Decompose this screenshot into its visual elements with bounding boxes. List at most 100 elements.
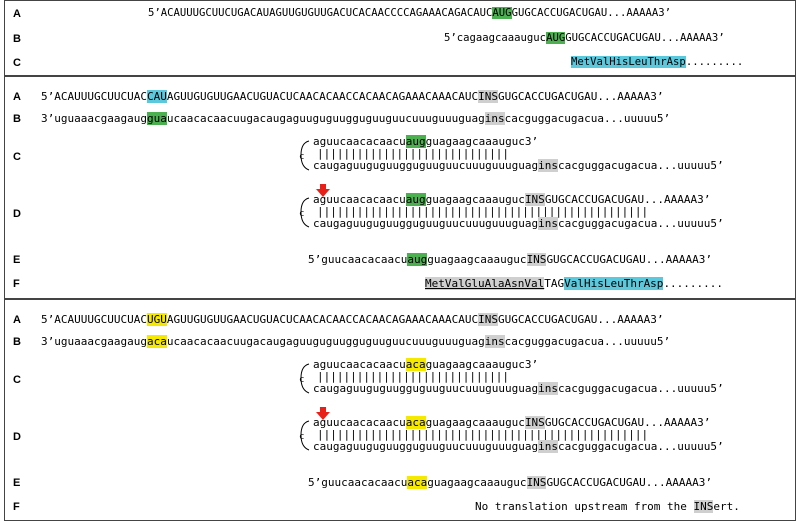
p2-a-cau: CAU — [146, 90, 167, 103]
p2-e-aug: aug — [407, 253, 428, 266]
cleavage-arrow-icon — [316, 184, 330, 197]
p3-a-ins: INS — [478, 313, 498, 326]
p2-c-bars: ||||||||||||||||||||||||||||| — [317, 147, 510, 160]
p3-b-aca: aca — [146, 335, 167, 348]
p3-a-post: GUGCACCUGACUGAU...AAAAA3’ — [497, 313, 664, 326]
row-label-f: F — [13, 501, 20, 513]
p3-seq-f: No translation upstream from the INSert. — [475, 500, 740, 513]
p3-f-ins: INS — [693, 500, 714, 513]
p3-d-top-mid: guagaagcaaauguc — [425, 416, 525, 429]
panel-3: A 5’ACAUUUGCUUCUACUGUAGUUGUGUUGAACUGUACU… — [4, 299, 796, 521]
p3-seq-a: 5’ACAUUUGCUUCUACUGUAGUUGUGUUGAACUGUACUCA… — [41, 313, 664, 326]
p3-e-post: GUGCACCUGACUGAU...AAAAA3’ — [546, 476, 713, 489]
p2-b-pre: 3’uguaaacgaagaug — [41, 112, 147, 125]
row-label-d: D — [13, 208, 21, 220]
hairpin-loop-icon: c — [299, 140, 310, 171]
p2-d-bot-post: cacguggacugacua...uuuuu5’ — [558, 217, 724, 230]
p2-a-post: GUGCACCUGACUGAU...AAAAA3’ — [497, 90, 664, 103]
p3-c-bars: ||||||||||||||||||||||||||||| — [317, 370, 510, 383]
p3-d-top-post: GUGCACCUGACUGAU...AAAAA3’ — [544, 416, 711, 429]
p3-b-mid: ucaacacaacuugacaugaguuguguugguguuguucuuu… — [166, 335, 485, 348]
svg-text:c: c — [299, 375, 304, 385]
p1-a-pre: 5’ACAUUUGCUUCUGACAUAGUUGUGUUGACUCACAACCC… — [148, 7, 493, 19]
p2-d-bars: ||||||||||||||||||||||||||||||||||||||||… — [317, 205, 649, 218]
p3-e-aca: aca — [407, 476, 428, 489]
p1-b-pre: 5’cagaagcaaauguc — [444, 32, 547, 44]
p3-a-mid: AGUUGUGUUGAACUGUACUCAACACAACCACAACAGAAAC… — [166, 313, 479, 326]
svg-text:c: c — [299, 432, 304, 442]
p2-c-bot-post: cacguggacugacua...uuuuu5’ — [558, 159, 724, 172]
row-label-e: E — [13, 477, 21, 489]
p2-c-top-post: guagaagcaaauguc3’ — [425, 135, 539, 148]
p2-b-mid: ucaacacaacuugacaugaguuguguugguguuguucuuu… — [166, 112, 485, 125]
p3-d-bot-pre: caugaguuguguugguguuguucuuuguuuguag — [313, 440, 539, 453]
p3-c-bot: caugaguuguguugguguuguucuuuguuuguaginscac… — [313, 382, 724, 395]
p3-d-top-ins: INS — [524, 416, 545, 429]
row-label-b: B — [13, 113, 21, 125]
p2-d-top-post: GUGCACCUGACUGAU...AAAAA3’ — [544, 193, 711, 206]
p1-seq-a: 5’ACAUUUGCUUCUGACAUAGUUGUGUUGACUCACAACCC… — [148, 7, 671, 20]
p2-c-top-pre: aguucaacacaacu — [313, 135, 406, 148]
p3-d-bars: ||||||||||||||||||||||||||||||||||||||||… — [317, 428, 649, 441]
row-label-c: C — [13, 374, 21, 386]
p1-a-aug: AUG — [492, 7, 512, 19]
p2-c-bot: caugaguuguguugguguuguucuuuguuuguaginscac… — [313, 159, 724, 172]
p3-f-post: ert. — [713, 500, 740, 513]
p2-d-top: aguucaacacaacuaugguagaagcaaaugucINSGUGCA… — [313, 193, 710, 206]
p3-c-bot-ins: ins — [538, 382, 559, 395]
p2-seq-b: 3’uguaaacgaagaugguaucaacacaacuugacaugagu… — [41, 112, 670, 125]
p2-e-mid: guagaagcaaauguc — [427, 253, 527, 266]
p1-seq-b: 5’cagaagcaaaugucAUGGUGCACCUGACUGAU...AAA… — [444, 32, 725, 45]
p3-b-ins: ins — [484, 335, 505, 348]
p3-a-ugu: UGU — [146, 313, 167, 326]
p2-f-post: ......... — [663, 277, 724, 290]
p3-e-mid: guagaagcaaauguc — [427, 476, 527, 489]
p2-d-bot-pre: caugaguuguguugguguuguucuuuguuuguag — [313, 217, 539, 230]
hairpin-loop-icon: c — [299, 363, 310, 394]
p2-seq-f: MetValGluAlaAsnValTAGValHisLeuThrAsp....… — [425, 277, 723, 290]
cleavage-arrow-icon — [316, 407, 330, 420]
p1-b-post: GUGCACCUGACUGAU...AAAAA3’ — [565, 32, 725, 44]
row-label-f: F — [13, 278, 20, 290]
row-label-c: C — [13, 151, 21, 163]
p3-a-pre: 5’ACAUUUGCUUCUAC — [41, 313, 147, 326]
p1-seq-c: MetValHisLeuThrAsp......... — [571, 56, 743, 69]
p2-d-top-mid: guagaagcaaauguc — [425, 193, 525, 206]
svg-text:c: c — [299, 152, 304, 162]
row-label-d: D — [13, 431, 21, 443]
p2-a-pre: 5’ACAUUUGCUUCUAC — [41, 90, 147, 103]
p1-c-peptide: MetValHisLeuThrAsp — [571, 56, 686, 68]
row-label-e: E — [13, 254, 21, 266]
p2-b-gua: gua — [146, 112, 167, 125]
hairpin-loop-icon: c — [299, 420, 310, 451]
panel-2: A 5’ACAUUUGCUUCUACCAUAGUUGUGUUGAACUGUACU… — [4, 76, 796, 299]
p2-b-ins: ins — [484, 112, 505, 125]
p2-d-top-pre: aguucaacacaacu — [313, 193, 406, 206]
row-label-a: A — [13, 91, 21, 103]
p2-a-ins: INS — [478, 90, 498, 103]
p2-d-bot: caugaguuguguugguguuguucuuuguuuguaginscac… — [313, 217, 724, 230]
p2-f-peptide-upstream: MetValGluAlaAsnVal — [425, 277, 545, 290]
p2-a-mid: AGUUGUGUUGAACUGUACUCAACACAACCACAACAGAAAC… — [166, 90, 479, 103]
p3-e-pre: 5’guucaacacaacu — [308, 476, 408, 489]
row-label-b: B — [13, 336, 21, 348]
panel-1: A 5’ACAUUUGCUUCUGACAUAGUUGUGUUGACUCACAAC… — [4, 0, 796, 76]
row-label-b: B — [13, 33, 21, 45]
row-label-a: A — [13, 314, 21, 326]
p2-f-peptide: ValHisLeuThrAsp — [564, 277, 664, 290]
p3-seq-e: 5’guucaacacaacuacaguagaagcaaaugucINSGUGC… — [308, 476, 712, 489]
p2-e-pre: 5’guucaacacaacu — [308, 253, 408, 266]
p3-d-top: aguucaacacaacuacaguagaagcaaaugucINSGUGCA… — [313, 416, 710, 429]
p2-c-bot-ins: ins — [538, 159, 559, 172]
p3-b-pre: 3’uguaaacgaagaug — [41, 335, 147, 348]
p1-b-aug: AUG — [546, 32, 566, 44]
p2-seq-a: 5’ACAUUUGCUUCUACCAUAGUUGUGUUGAACUGUACUCA… — [41, 90, 664, 103]
p3-f-pre: No translation upstream from the — [475, 500, 694, 513]
p3-d-bot-post: cacguggacugacua...uuuuu5’ — [558, 440, 724, 453]
p2-seq-e: 5’guucaacacaacuaugguagaagcaaaugucINSGUGC… — [308, 253, 712, 266]
p2-d-bot-ins: ins — [538, 217, 559, 230]
p2-d-top-ins: INS — [524, 193, 545, 206]
p2-c-top-aug: aug — [405, 135, 426, 148]
p3-b-post: cacguggacugacua...uuuuu5’ — [504, 335, 671, 348]
p1-c-post: ......... — [685, 56, 744, 68]
